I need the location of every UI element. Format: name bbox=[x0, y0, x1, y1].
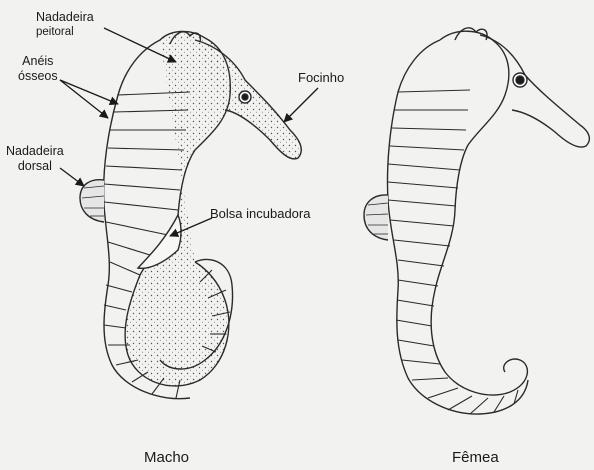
female-back-outline bbox=[387, 40, 528, 414]
female-seahorse bbox=[364, 28, 589, 414]
arrow-rings-2 bbox=[60, 80, 108, 118]
female-body-outline bbox=[431, 31, 527, 395]
female-dorsal-fin bbox=[364, 195, 388, 240]
label-bony-rings: Anéis ósseos bbox=[18, 54, 58, 84]
label-brood-pouch: Bolsa incubadora bbox=[210, 206, 310, 221]
caption-male: Macho bbox=[144, 449, 189, 466]
arrow-rings-1 bbox=[60, 80, 118, 104]
female-bony-rings bbox=[388, 90, 518, 414]
caption-female: Fêmea bbox=[452, 449, 499, 466]
label-dorsal-fin: Nadadeira dorsal bbox=[6, 144, 64, 174]
label-snout: Focinho bbox=[298, 70, 344, 85]
label-pectoral-fin: Nadadeira peitoral bbox=[36, 10, 94, 40]
arrow-snout bbox=[284, 88, 318, 122]
female-head bbox=[480, 35, 589, 147]
